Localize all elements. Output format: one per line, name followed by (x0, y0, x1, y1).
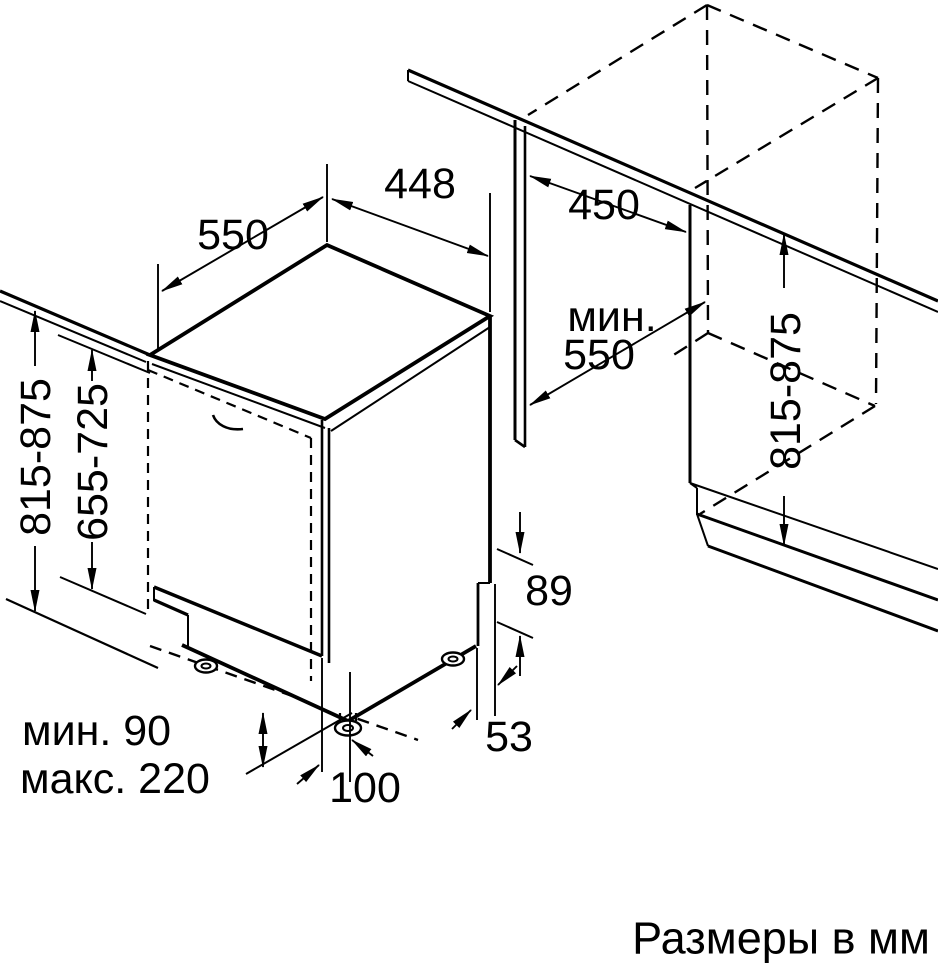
dimension-extension-lines (5, 164, 534, 782)
adjustable-feet (193, 651, 466, 737)
dimension-labels: 550 448 450 мин. 550 815-875 655-725 815… (12, 160, 930, 964)
dim-label-overall-height-left: 815-875 (12, 378, 60, 536)
dim-label-rear-clearance-upper: 89 (525, 567, 573, 615)
floor-band (689, 482, 938, 633)
dishwasher-body (145, 242, 495, 723)
dim-label-front-panel-height: 655-725 (69, 383, 117, 541)
left-counter (0, 289, 151, 363)
dim-label-foot-offset: 100 (329, 764, 401, 812)
dim-label-niche-depth-prefix: мин. (567, 293, 656, 341)
dim-label-rear-clearance-lower: 53 (485, 713, 533, 761)
dim-label-niche-height-right: 815-875 (762, 312, 810, 470)
dim-label-plinth-min: мин. 90 (22, 707, 171, 755)
dim-label-top-depth: 550 (197, 211, 269, 259)
door-handle-arc (211, 414, 244, 431)
dimension-arrows (30, 175, 789, 785)
dim-label-top-width: 448 (384, 160, 456, 208)
door-panel-dashed (146, 361, 313, 681)
units-note: Размеры в мм (632, 913, 930, 964)
dim-label-niche-width: 450 (568, 181, 640, 229)
dim-label-niche-depth-value: 550 (563, 331, 635, 379)
dim-label-plinth-max: макс. 220 (20, 755, 210, 803)
